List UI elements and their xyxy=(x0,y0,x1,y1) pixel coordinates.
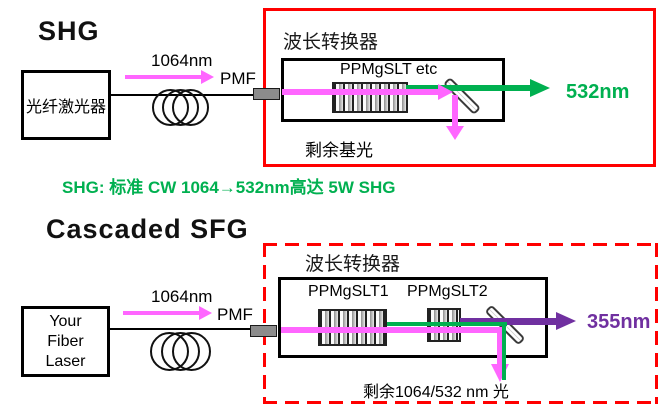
shg-crystal xyxy=(332,82,408,113)
shg-input-beam-arrowhead-icon xyxy=(201,70,214,84)
sfg-purple-beam-arrowhead-icon xyxy=(556,312,576,330)
shg-green-beam-arrowhead-icon xyxy=(530,79,550,97)
sfg-input-beam-arrowhead-icon xyxy=(199,306,212,320)
sfg-laser-line2: Fiber xyxy=(47,332,84,350)
shg-converter-enclosure xyxy=(263,8,656,167)
sfg-input-beam-arrow xyxy=(123,311,200,315)
sfg-residual-label: 剩余1064/532 nm 光 xyxy=(363,384,509,401)
shg-fiber-laser-label: 光纤激光器 xyxy=(25,99,106,116)
shg-title: SHG xyxy=(38,16,100,46)
shg-pump-beam xyxy=(282,89,438,95)
shg-output-wavelength-label: 532nm xyxy=(566,81,630,103)
shg-input-beam-arrow xyxy=(125,75,202,79)
shg-pmf-connector xyxy=(253,88,280,100)
sfg-residual-green-beam xyxy=(502,324,506,380)
sfg-pmf-connector xyxy=(250,325,277,337)
shg-pump-beam-arrowhead-icon xyxy=(438,84,453,100)
sfg-pmf-label: PMF xyxy=(217,305,253,324)
sfg-title: Cascaded SFG xyxy=(46,214,249,244)
sfg-residual-beam xyxy=(497,327,503,364)
sfg-purple-beam xyxy=(460,318,556,325)
shg-residual-label: 剩余基光 xyxy=(305,141,373,160)
sfg-fiber-laser-box: Your Fiber Laser xyxy=(21,306,110,377)
shg-fiber-coil-loop3 xyxy=(172,89,209,126)
sfg-input-wavelength-label: 1064nm xyxy=(151,287,213,306)
shg-crystal-label: PPMgSLT etc xyxy=(340,61,438,78)
shg-pmf-label: PMF xyxy=(220,69,256,88)
sfg-crystal2-label: PPMgSLT2 xyxy=(407,283,488,300)
sfg-laser-line1: Your xyxy=(49,312,82,330)
sfg-green-beam xyxy=(387,322,507,326)
sfg-fiber-coil-loop3 xyxy=(172,332,211,371)
sfg-pump-beam xyxy=(281,327,503,333)
sfg-laser-line3: Laser xyxy=(45,352,86,370)
shg-residual-beam-arrowhead-icon xyxy=(446,126,464,140)
shg-fiber-laser-box: 光纤激光器 xyxy=(21,70,111,140)
sfg-crystal1-label: PPMgSLT1 xyxy=(308,283,389,300)
sfg-converter-label: 波长转换器 xyxy=(305,254,401,275)
shg-green-beam xyxy=(406,85,530,91)
shg-converter-label: 波长转换器 xyxy=(283,32,379,53)
shg-residual-beam xyxy=(452,95,458,126)
shg-caption: SHG: 标准 CW 1064→532nm高达 5W SHG xyxy=(62,178,396,197)
shg-input-wavelength-label: 1064nm xyxy=(151,51,213,70)
sfg-fiber-line xyxy=(109,328,253,330)
sfg-output-wavelength-label: 355nm xyxy=(587,311,651,333)
